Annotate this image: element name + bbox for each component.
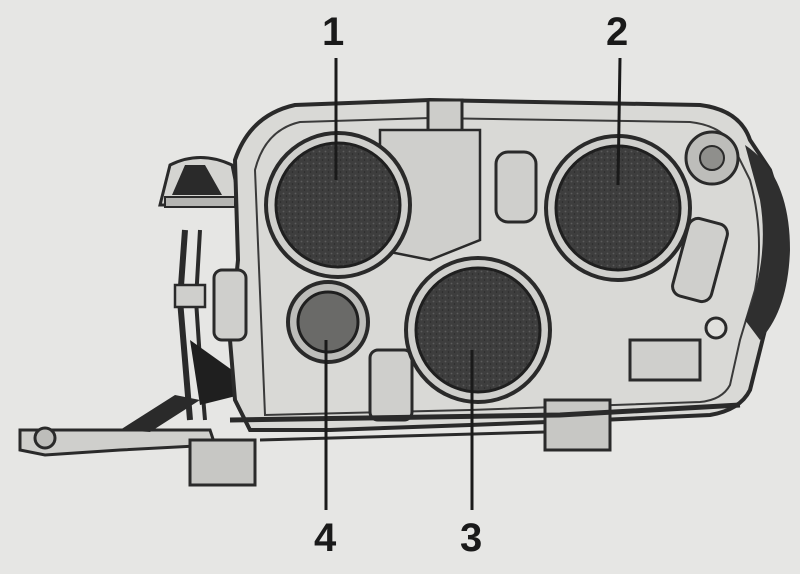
lamp-1	[264, 131, 412, 279]
leader-line-2	[616, 57, 622, 186]
callout-4: 4	[314, 516, 337, 560]
callout-3: 3	[460, 516, 483, 560]
callout-1: 1	[322, 10, 345, 54]
left-mounting-bracket	[18, 395, 257, 487]
adjuster-cap	[158, 156, 242, 208]
lamp-4	[286, 280, 370, 364]
lamp-3	[404, 256, 552, 404]
lamp-2	[544, 134, 692, 282]
callout-2: 2	[606, 10, 629, 54]
leader-lines	[324, 57, 622, 510]
